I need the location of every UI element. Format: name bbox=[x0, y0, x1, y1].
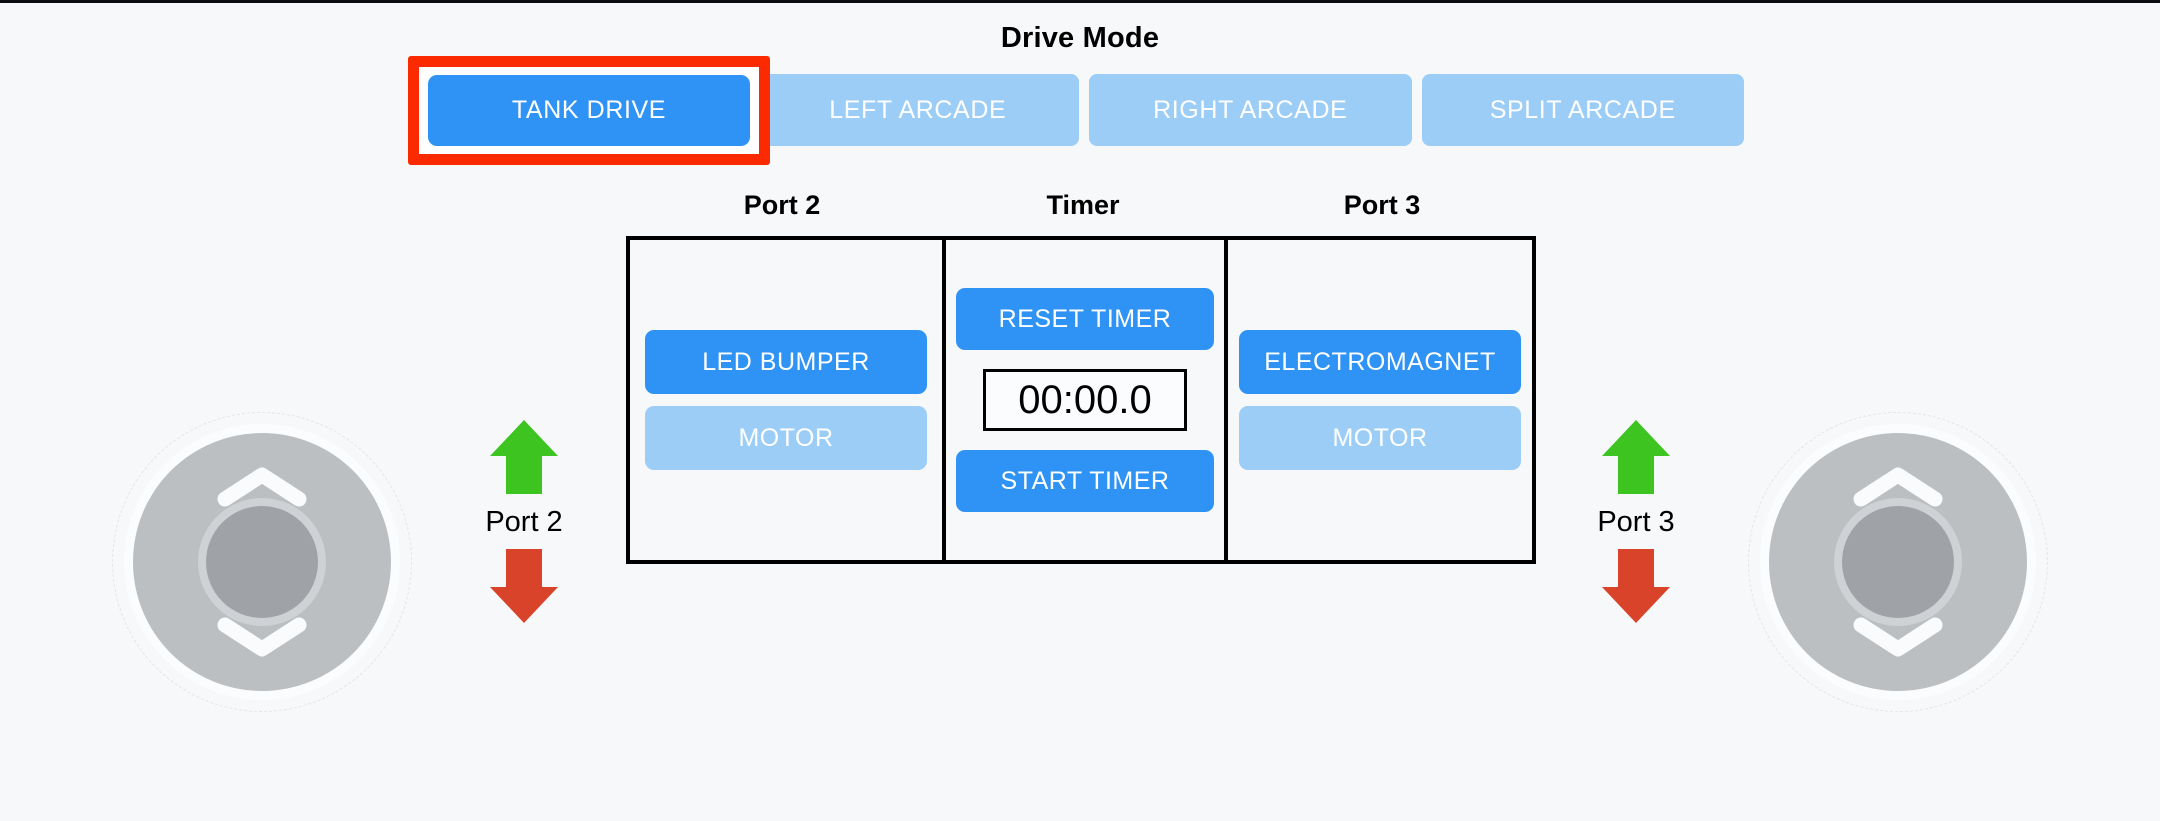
arrow-down-icon[interactable] bbox=[1600, 547, 1672, 625]
chevron-down-icon[interactable] bbox=[217, 617, 307, 657]
panel-header-port3: Port 3 bbox=[1343, 190, 1421, 220]
start-timer-button[interactable]: START TIMER bbox=[956, 450, 1214, 512]
drive-mode-left-arcade-button[interactable]: LEFT ARCADE bbox=[756, 74, 1079, 146]
chevron-up-icon[interactable] bbox=[1853, 467, 1943, 507]
port3-arrow-label: Port 3 bbox=[1597, 506, 1675, 538]
joystick-knob[interactable] bbox=[1842, 506, 1954, 618]
top-edge-bar bbox=[0, 0, 2160, 3]
tank-drive-button[interactable]: TANK DRIVE bbox=[428, 75, 750, 146]
panel-header-port2: Port 2 bbox=[743, 190, 821, 220]
chevron-down-icon[interactable] bbox=[1853, 617, 1943, 657]
port2-arrow-label: Port 2 bbox=[485, 506, 563, 538]
panel-timer: RESET TIMER 00:00.0 START TIMER bbox=[942, 240, 1228, 560]
port2-motor-button[interactable]: MOTOR bbox=[645, 406, 927, 470]
arrow-down-icon[interactable] bbox=[488, 547, 560, 625]
tank-drive-highlight-box: TANK DRIVE bbox=[408, 56, 770, 165]
panel-header-timer: Timer bbox=[1046, 190, 1120, 220]
led-bumper-button[interactable]: LED BUMPER bbox=[645, 330, 927, 394]
timer-display: 00:00.0 bbox=[983, 369, 1187, 431]
drive-mode-button-group: TANK DRIVE LEFT ARCADE RIGHT ARCADE SPLI… bbox=[424, 74, 1744, 146]
port3-arrow-control: Port 3 bbox=[1556, 418, 1716, 625]
control-panel-group: LED BUMPER MOTOR RESET TIMER 00:00.0 STA… bbox=[626, 236, 1536, 564]
panel-port2: LED BUMPER MOTOR bbox=[630, 240, 942, 560]
electromagnet-button[interactable]: ELECTROMAGNET bbox=[1239, 330, 1521, 394]
drive-mode-split-arcade-button[interactable]: SPLIT ARCADE bbox=[1421, 74, 1744, 146]
arrow-up-icon[interactable] bbox=[488, 418, 560, 496]
panel-port3: ELECTROMAGNET MOTOR bbox=[1228, 240, 1532, 560]
joystick-boundary-ring bbox=[1748, 412, 2048, 712]
joystick-knob[interactable] bbox=[206, 506, 318, 618]
drive-mode-right-arcade-button[interactable]: RIGHT ARCADE bbox=[1089, 74, 1412, 146]
port3-motor-button[interactable]: MOTOR bbox=[1239, 406, 1521, 470]
joystick-left[interactable] bbox=[112, 412, 412, 712]
port2-arrow-control: Port 2 bbox=[444, 418, 604, 625]
reset-timer-button[interactable]: RESET TIMER bbox=[956, 288, 1214, 350]
joystick-boundary-ring bbox=[112, 412, 412, 712]
chevron-up-icon[interactable] bbox=[217, 467, 307, 507]
joystick-right[interactable] bbox=[1748, 412, 2048, 712]
page-title: Drive Mode bbox=[1000, 22, 1160, 54]
arrow-up-icon[interactable] bbox=[1600, 418, 1672, 496]
